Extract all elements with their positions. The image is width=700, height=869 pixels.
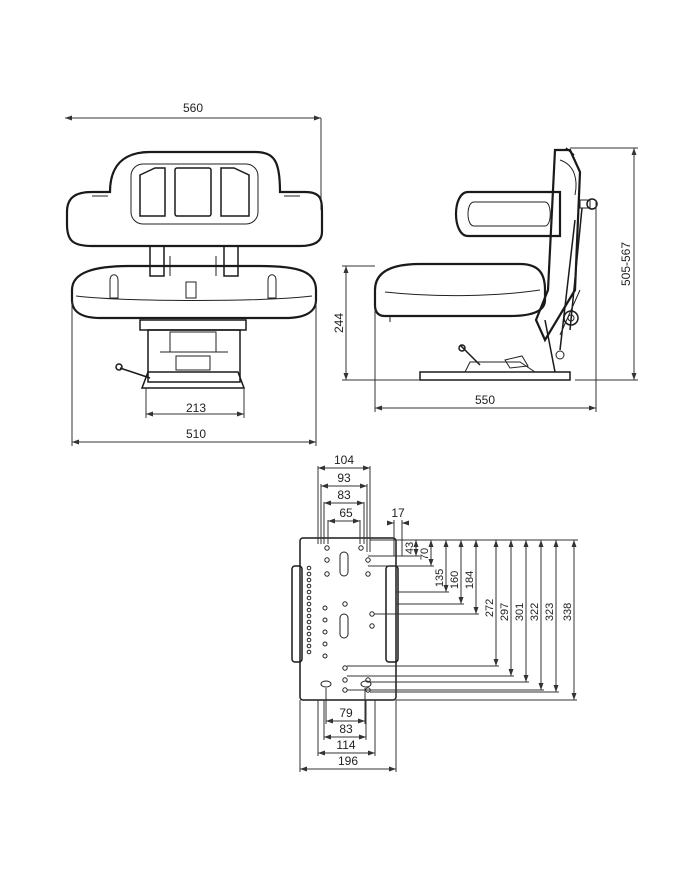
dim-v-135: 135 xyxy=(434,569,446,587)
dim-v-338: 338 xyxy=(562,603,574,621)
dim-v-70: 70 xyxy=(419,548,431,560)
front-backrest xyxy=(65,150,324,248)
dim-backrest-width: 560 xyxy=(183,101,203,115)
dim-bottom-width-3: 114 xyxy=(336,738,355,752)
dim-top-width-4: 65 xyxy=(339,506,353,520)
side-suspension xyxy=(419,319,571,381)
dim-v-297: 297 xyxy=(499,603,511,621)
dim-top-width-1: 104 xyxy=(334,453,354,467)
front-view: 560 xyxy=(65,101,324,446)
dim-top-width-3: 83 xyxy=(337,488,351,502)
dim-base-width: 213 xyxy=(186,401,206,415)
dim-bottom-width-2: 83 xyxy=(339,722,353,736)
base-plate xyxy=(299,537,397,701)
dim-bottom-width-4: 196 xyxy=(338,754,358,768)
side-view: 244 550 505-567 xyxy=(332,147,638,412)
dim-v-43: 43 xyxy=(404,542,416,554)
dim-v-160: 160 xyxy=(449,571,461,589)
bottom-width-dims: 79 83 114 196 xyxy=(299,688,397,772)
dim-v-323: 323 xyxy=(544,603,556,621)
dim-v-184: 184 xyxy=(464,571,476,589)
dim-v-272: 272 xyxy=(484,599,496,617)
dim-top-width-2: 93 xyxy=(337,471,351,485)
side-cushion xyxy=(373,262,547,322)
dim-v-301: 301 xyxy=(514,603,526,621)
dim-seat-depth: 550 xyxy=(475,393,495,407)
side-armrest xyxy=(455,190,562,238)
adjustment-holes xyxy=(306,565,328,659)
dim-bottom-width-1: 79 xyxy=(339,706,353,720)
front-cushion xyxy=(70,264,318,320)
side-backrest xyxy=(534,147,598,351)
mounting-holes xyxy=(320,545,375,693)
dim-cushion-width: 510 xyxy=(186,427,206,441)
front-suspension xyxy=(115,319,247,389)
vertical-distance-dims: 43 70 135 160 184 272 297 xyxy=(347,539,578,701)
dim-v-322: 322 xyxy=(529,603,541,621)
base-plate-view: 104 93 83 65 17 43 xyxy=(291,453,578,772)
dim-backrest-height: 505-567 xyxy=(619,242,633,286)
top-width-dims: 104 93 83 65 xyxy=(317,453,371,552)
dim-seat-height: 244 xyxy=(332,313,346,333)
dim-hole-offset: 17 xyxy=(391,506,405,520)
front-supports xyxy=(149,245,239,277)
